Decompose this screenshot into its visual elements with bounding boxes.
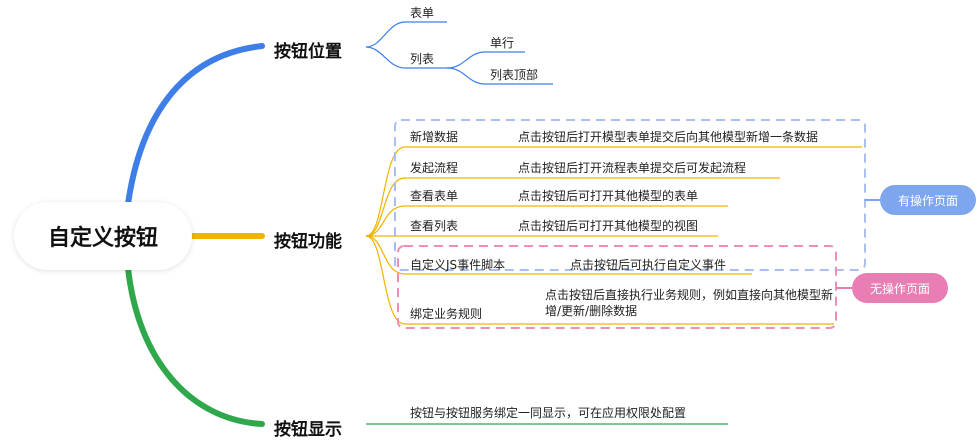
sub-line-list-top (446, 67, 553, 85)
display-desc[interactable]: 按钮与按钮服务绑定一同显示，可在应用权限处配置 (410, 406, 687, 420)
topic-button-display[interactable]: 按钮显示 (274, 420, 342, 440)
function-item-desc[interactable]: 点击按钮后直接执行业务规则，例如直接向其他模型新增/更新/删除数据 (545, 288, 834, 318)
sub-line-list (365, 46, 447, 69)
function-item-desc[interactable]: 点击按钮后打开模型表单提交后向其他模型新增一条数据 (518, 130, 819, 144)
func-line-3 (365, 205, 728, 237)
group-box-with-page (394, 119, 866, 271)
root-node[interactable]: 自定义按钮 (14, 202, 192, 270)
function-item-desc[interactable]: 点击按钮后可打开其他模型的表单 (518, 189, 699, 203)
func-line-2 (365, 177, 780, 237)
topic-button-position[interactable]: 按钮位置 (274, 42, 342, 62)
function-item-desc[interactable]: 点击按钮后可打开其他模型的视图 (518, 219, 699, 233)
function-item-name[interactable]: 自定义JS事件脚本 (410, 258, 506, 272)
function-item-desc[interactable]: 点击按钮后可执行自定义事件 (570, 258, 727, 272)
badge-with-operation-page[interactable]: 有操作页面 (880, 185, 976, 215)
func-line-1 (365, 146, 862, 237)
function-item-name[interactable]: 绑定业务规则 (410, 307, 483, 321)
func-line-5 (365, 235, 752, 275)
sub-line-form (365, 21, 447, 48)
subtopic-single-row[interactable]: 单行 (490, 36, 515, 50)
function-item-name[interactable]: 新增数据 (410, 130, 459, 144)
subtopic-form[interactable]: 表单 (410, 6, 435, 20)
function-item-name[interactable]: 发起流程 (410, 161, 459, 175)
branch-line-position (125, 43, 265, 207)
branch-line-display (125, 265, 265, 427)
func-line-6 (365, 235, 834, 325)
topic-button-function[interactable]: 按钮功能 (274, 232, 342, 252)
function-item-name[interactable]: 查看列表 (410, 219, 459, 233)
sub-line-row (446, 51, 525, 69)
subtopic-list-top[interactable]: 列表顶部 (490, 68, 539, 82)
function-item-desc[interactable]: 点击按钮后打开流程表单提交后可发起流程 (518, 161, 747, 175)
function-item-name[interactable]: 查看表单 (410, 189, 459, 203)
subtopic-list[interactable]: 列表 (410, 52, 435, 66)
badge-no-operation-page[interactable]: 无操作页面 (852, 273, 948, 303)
